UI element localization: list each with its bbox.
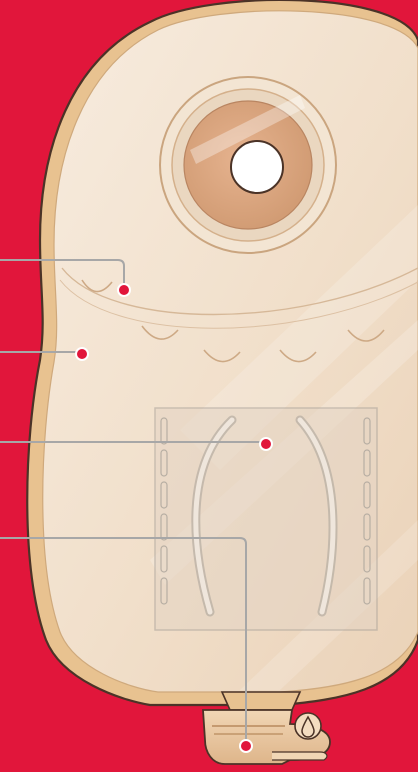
stoma-hole (231, 141, 283, 193)
pouch-seam-dot (76, 348, 88, 360)
anti-reflux-panel-dot (260, 438, 272, 450)
comfort-panel-dot (118, 284, 130, 296)
drain-tap-dot (240, 740, 252, 752)
drain-tap-lip (272, 752, 327, 760)
drain-neck (222, 692, 300, 710)
